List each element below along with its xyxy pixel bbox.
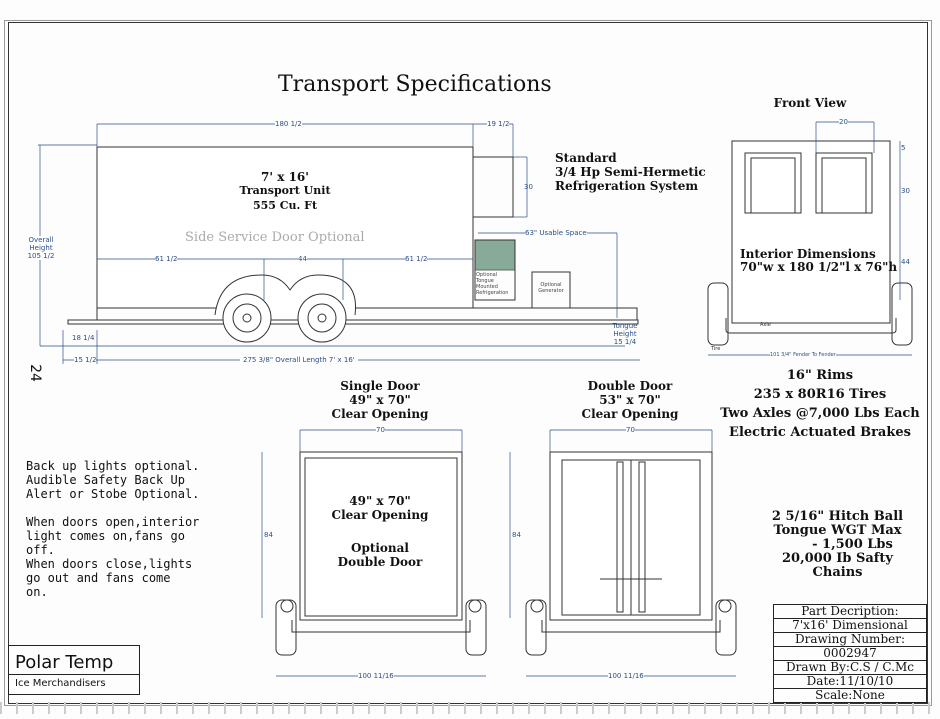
double-door-bottom: 100 11/16	[608, 672, 644, 680]
dim-right: 61 1/2	[405, 255, 428, 263]
overall-height-label: Overall Height 105 1/2	[26, 236, 56, 260]
single-door-width: 70	[376, 426, 385, 434]
optional-refrigeration-label: Optional Tongue Mounted Refrigeration	[476, 272, 509, 296]
dim-front: 15 1/2	[74, 356, 97, 364]
page-number: 24	[26, 364, 43, 382]
front-dim-a: 5	[901, 144, 906, 152]
double-door-height: 84	[512, 531, 521, 539]
optional-generator-label: Optional Generator	[538, 282, 564, 294]
dim-left: 61 1/2	[155, 255, 178, 263]
dim-top-right: 19 1/2	[487, 120, 510, 128]
side-door-note: Side Service Door Optional	[185, 230, 365, 245]
side-view-trailer	[67, 146, 639, 343]
dim-box-height: 30	[524, 183, 533, 191]
double-door-rear-view	[525, 451, 737, 656]
unit-size: 7' x 16'	[261, 170, 309, 184]
double-door-width: 70	[626, 426, 635, 434]
backup-lights-note: Back up lights optional.Audible Safety B…	[26, 459, 200, 501]
fender-width-label: 101 3/4" Fender To Fender	[770, 351, 836, 359]
border	[8, 22, 928, 704]
front-dim-c: 44	[901, 258, 910, 266]
unit-capacity: 555 Cu. Ft	[252, 199, 318, 212]
interior-dimensions-value: 70"w x 180 1/2"l x 76"h	[740, 260, 898, 274]
single-door-rear-view	[275, 451, 487, 656]
page-title: Transport Specifications	[278, 72, 552, 97]
axle-label: Axle	[760, 322, 771, 328]
single-door-bottom: 100 11/16	[358, 672, 394, 680]
dim-hitch: 18 1/4	[72, 334, 95, 342]
dim-mid: 44	[298, 255, 307, 263]
unit-type: Transport Unit	[239, 184, 331, 197]
front-dim-width: 20	[839, 118, 848, 126]
company-logo: Polar Temp Ice Merchandisers	[8, 645, 140, 695]
interior-dimensions-label: Interior Dimensions	[740, 247, 876, 261]
front-view-trailer	[707, 140, 913, 346]
front-view-label: Front View	[773, 96, 847, 110]
front-dim-b: 30	[901, 187, 910, 195]
single-door-opening: 49" x 70"Clear Opening	[331, 494, 429, 522]
overall-length-label: 275 3/8" Overall Length 7' x 16'	[240, 356, 358, 364]
single-door-height: 84	[264, 531, 273, 539]
dim-top: 180 1/2	[275, 120, 302, 128]
usable-space-label: 63" Usable Space	[525, 229, 587, 237]
tire-label: Tire	[711, 346, 721, 352]
outer-border	[4, 20, 932, 706]
tongue-height-label: Tongue Height 15 1/4	[612, 322, 638, 346]
